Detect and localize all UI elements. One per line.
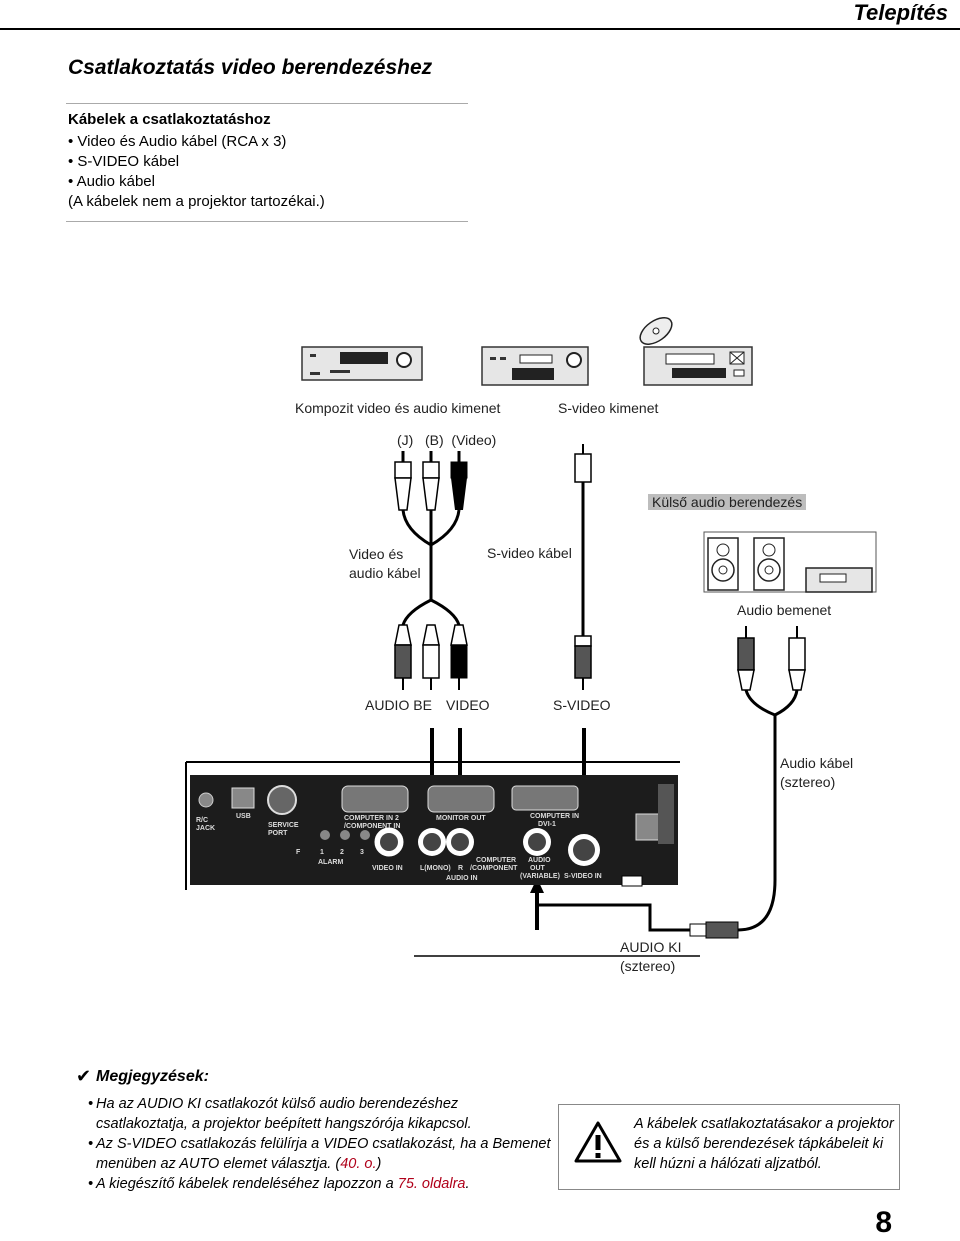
composite-device — [301, 346, 423, 381]
panel-audio-in: AUDIO IN — [446, 875, 478, 882]
label-plug-colors: (J) (B) (Video) — [397, 432, 497, 448]
svideo-device — [481, 346, 589, 386]
label-svideo-out: S-video kimenet — [558, 400, 659, 416]
cd-player-device — [639, 317, 753, 386]
note-text: csatlakoztatja, a projektor beépített ha… — [96, 1116, 472, 1132]
panel-variable: (VARIABLE) — [520, 873, 560, 880]
panel-svideo-in: S-VIDEO IN — [564, 873, 602, 880]
page-title: Csatlakoztatás video berendezéshez — [68, 56, 433, 79]
rca-cable-top — [401, 451, 461, 626]
external-audio-equipment — [703, 531, 877, 593]
projector-back-panel — [185, 761, 680, 890]
panel-audio-out-1: AUDIO — [528, 857, 551, 864]
panel-video-in: VIDEO IN — [372, 865, 403, 872]
panel-r: R — [458, 865, 463, 872]
note-text: Ha az AUDIO KI csatlakozót külső audio b… — [96, 1096, 459, 1112]
note-item: •Az S-VIDEO csatlakozás felülírja a VIDE… — [88, 1136, 551, 1172]
note-text: . — [465, 1176, 470, 1192]
note-item: •Ha az AUDIO KI csatlakozót külső audio … — [88, 1096, 472, 1132]
notes-heading: Megjegyzések: — [96, 1068, 209, 1085]
panel-monitor-out: MONITOR OUT — [436, 815, 486, 822]
panel-alarm-f: F — [296, 849, 301, 856]
label-line: (sztereo) — [780, 774, 836, 790]
panel-alarm-2: 2 — [340, 849, 344, 856]
label-line: (sztereo) — [620, 958, 676, 974]
label-svideo-cable: S-video kábel — [487, 545, 572, 561]
label-audio-out: AUDIO KI (sztereo) — [620, 938, 681, 976]
panel-computer-in2: COMPUTER IN 2 — [344, 815, 399, 822]
panel-audio-out-2: OUT — [530, 865, 546, 872]
rca-plug-top-white — [394, 461, 412, 511]
label-audio-cable: Audio kábel (sztereo) — [780, 754, 853, 792]
rca-plug-top-red — [422, 461, 440, 511]
cables-heading: Kábelek a csatlakoztatáshoz — [68, 111, 271, 128]
panel-service-port-2: PORT — [268, 830, 288, 837]
svideo-cable — [574, 444, 592, 690]
rca-plug-bottom-yellow — [450, 624, 468, 690]
note-text: Az S-VIDEO csatlakozás felülírja a VIDEO… — [96, 1136, 551, 1152]
page-link[interactable]: 75. oldalra — [397, 1176, 466, 1192]
panel-alarm-3: 3 — [360, 849, 364, 856]
warning-box — [558, 1104, 900, 1190]
audio-rca-plug-left — [737, 626, 755, 691]
panel-computer-in1-2: DVI-1 — [538, 821, 556, 828]
label-video-audio-cable: Video és audio kábel — [349, 545, 421, 583]
panel-usb: USB — [236, 813, 251, 820]
warning-text: A kábelek csatlakoztatásakor a projektor… — [634, 1116, 894, 1172]
panel-computer-in2-2: /COMPONENT IN — [344, 823, 400, 830]
note-text: A kiegészítő kábelek rendeléséhez lapozz… — [96, 1176, 398, 1192]
minijack-plug — [676, 921, 739, 939]
panel-rc-jack-2: JACK — [196, 825, 215, 832]
cable-item: • Video és Audio kábel (RCA x 3) — [68, 133, 287, 150]
note-item: •A kiegészítő kábelek rendeléséhez lapoz… — [88, 1176, 470, 1192]
label-line: audio kábel — [349, 565, 421, 581]
rca-plug-top-yellow — [450, 461, 468, 510]
cable-note: (A kábelek nem a projektor tartozékai.) — [68, 193, 325, 210]
rca-plug-bottom-red — [422, 624, 440, 690]
cables-list: • Video és Audio kábel (RCA x 3) • S-VID… — [68, 132, 325, 212]
cable-item: • S-VIDEO kábel — [68, 153, 180, 170]
box-bottom-rule — [66, 221, 468, 222]
rca-plug-bottom-white — [394, 624, 412, 690]
panel-computer-component-2: /COMPONENT — [470, 865, 518, 872]
label-external-audio: Külső audio berendezés — [648, 494, 807, 510]
label-line: AUDIO KI — [620, 939, 682, 955]
label-composite-out: Kompozit video és audio kimenet — [295, 400, 501, 416]
panel-alarm: ALARM — [318, 859, 343, 866]
label-line: Video és — [349, 546, 404, 562]
panel-computer-in1: COMPUTER IN — [530, 813, 579, 820]
label-line: Audio kábel — [780, 755, 854, 771]
panel-lmono: L(MONO) — [420, 865, 451, 872]
label-audio-be: AUDIO BE — [365, 697, 432, 713]
panel-alarm-1: 1 — [320, 849, 324, 856]
audio-out-cable — [535, 689, 799, 932]
section-header: Telepítés — [853, 0, 948, 25]
panel-service-port: SERVICE — [268, 822, 299, 829]
label-audio-input: Audio bemenet — [737, 602, 832, 618]
panel-computer-component: COMPUTER — [476, 857, 516, 864]
page-link[interactable]: 40. o. — [340, 1156, 377, 1172]
label-svideo: S-VIDEO — [553, 697, 611, 713]
note-text: menüben az AUTO elemet választja. ( — [96, 1156, 341, 1172]
connection-diagram: R/C JACK USB SERVICE PORT COMPUTER IN 2 … — [185, 317, 877, 957]
audio-rca-plug-right — [788, 626, 806, 691]
box-top-rule — [66, 103, 468, 104]
checkmark-icon: ✔ — [76, 1066, 92, 1086]
warning-icon — [574, 1121, 622, 1163]
panel-rc-jack: R/C — [196, 817, 208, 824]
note-text: ) — [376, 1156, 382, 1172]
page-number: 8 — [875, 1206, 892, 1239]
cable-item: • Audio kábel — [68, 173, 155, 190]
header-rule — [0, 28, 960, 30]
label-video: VIDEO — [446, 697, 490, 713]
